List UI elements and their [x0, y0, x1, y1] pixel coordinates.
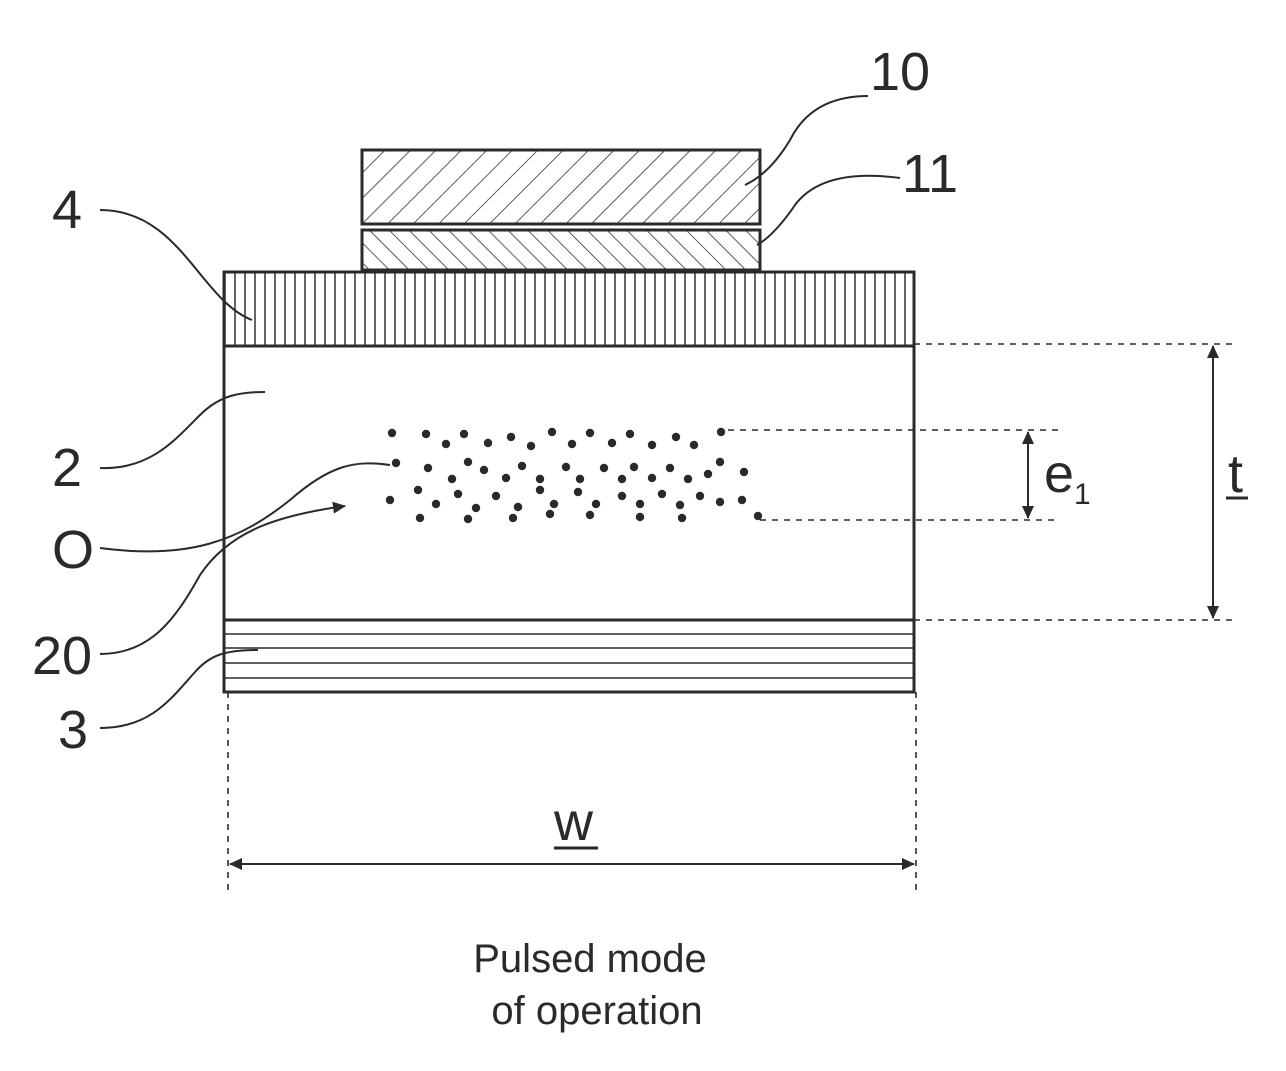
dot	[392, 459, 400, 467]
label-3: 3	[58, 700, 88, 760]
dot	[424, 464, 432, 472]
dot	[416, 514, 424, 522]
dot	[562, 463, 570, 471]
dot	[676, 501, 684, 509]
caption-line-2: of operation	[491, 989, 702, 1033]
label-t: t	[1228, 444, 1243, 504]
layer-2	[224, 346, 914, 620]
dot	[492, 492, 500, 500]
dot	[448, 475, 456, 483]
dot	[704, 470, 712, 478]
label-e1-main: e	[1044, 444, 1074, 504]
dot	[716, 498, 724, 506]
dot	[568, 440, 576, 448]
dot	[684, 475, 692, 483]
dot	[690, 441, 698, 449]
dot	[536, 486, 544, 494]
label-e1: e1	[1044, 444, 1091, 511]
dot	[696, 492, 704, 500]
dot	[502, 474, 510, 482]
dot	[716, 458, 724, 466]
dot	[658, 490, 666, 498]
dot	[592, 500, 600, 508]
dot	[754, 512, 762, 520]
dot	[518, 462, 526, 470]
dot	[636, 513, 644, 521]
dot	[432, 500, 440, 508]
dot	[507, 433, 515, 441]
dot	[386, 496, 394, 504]
leader-11	[757, 176, 900, 245]
dot	[672, 433, 680, 441]
dot	[618, 475, 626, 483]
dot	[414, 486, 422, 494]
dot	[648, 474, 656, 482]
dot	[738, 496, 746, 504]
dot	[546, 510, 554, 518]
leader-10	[745, 96, 868, 185]
dot	[586, 429, 594, 437]
dot	[548, 428, 556, 436]
dot	[630, 463, 638, 471]
layer-3	[224, 620, 914, 692]
dot	[717, 428, 725, 436]
dot	[509, 514, 517, 522]
dot	[484, 439, 492, 447]
label-4: 4	[52, 180, 82, 240]
dot	[464, 515, 472, 523]
dot	[600, 464, 608, 472]
dot	[472, 504, 480, 512]
dot	[586, 511, 594, 519]
label-11: 11	[902, 144, 958, 204]
dot	[574, 488, 582, 496]
dot	[618, 492, 626, 500]
dot	[550, 500, 558, 508]
dot	[514, 503, 522, 511]
dot	[388, 429, 396, 437]
label-20: 20	[32, 626, 92, 686]
label-w: w	[553, 792, 594, 852]
label-10: 10	[870, 42, 930, 102]
layer-10	[362, 150, 760, 224]
dot	[626, 430, 634, 438]
layer-11	[362, 230, 760, 270]
label-e1-subscript: 1	[1074, 478, 1091, 511]
dot	[480, 466, 488, 474]
dot	[636, 500, 644, 508]
caption-line-1: Pulsed mode	[473, 937, 706, 981]
dot	[527, 442, 535, 450]
dot	[422, 430, 430, 438]
dot	[666, 464, 674, 472]
dot	[678, 514, 686, 522]
dot	[648, 441, 656, 449]
dot	[536, 475, 544, 483]
dot	[464, 458, 472, 466]
dot	[460, 430, 468, 438]
dot	[608, 439, 616, 447]
label-O: O	[52, 520, 94, 580]
layer-4	[224, 272, 914, 346]
label-2: 2	[52, 438, 82, 498]
dot	[454, 490, 462, 498]
dot	[442, 440, 450, 448]
dot	[740, 468, 748, 476]
dot	[576, 475, 584, 483]
